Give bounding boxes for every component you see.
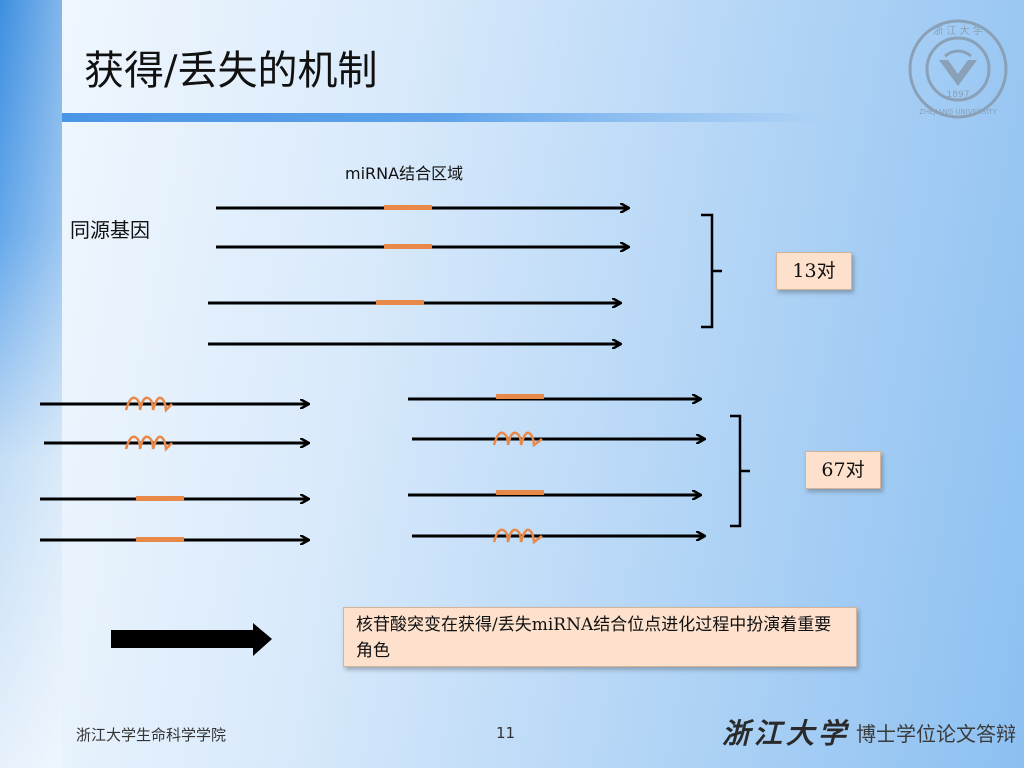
logo-inner-ring — [925, 36, 991, 102]
university-calligraphy: 浙江大学 — [722, 717, 851, 750]
bottom-bracket — [730, 414, 750, 528]
count-box-top: 13对 — [776, 252, 852, 290]
count-box-bottom: 67对 — [805, 451, 881, 489]
binding-site — [496, 490, 544, 495]
university-logo: 浙 江 大 学 1897 ZHEJIANG UNIVERSITY — [908, 19, 1008, 119]
left-band-highlight — [0, 0, 62, 768]
logo-top-text: 浙 江 大 学 — [933, 24, 983, 37]
title-underline — [62, 113, 822, 122]
conclusion-arrow-head — [253, 623, 272, 656]
binding-site — [496, 394, 544, 399]
page-number: 11 — [496, 724, 516, 742]
mutated-site — [124, 435, 173, 452]
top-arrow-group — [208, 205, 628, 344]
mirna-region-label: miRNA结合区域 — [345, 164, 464, 183]
bottom-right-arrow-group — [408, 394, 704, 545]
conclusion-box: 核苷酸突变在获得/丢失miRNA结合位点进化过程中扮演着重要角色 — [343, 607, 857, 667]
footer-school: 浙江大学生命科学学院 — [76, 726, 227, 744]
logo-emblem — [939, 60, 977, 86]
bottom-left-arrow-group — [40, 396, 308, 542]
binding-site — [136, 537, 184, 542]
logo-outer-ring — [908, 19, 1008, 119]
binding-site — [376, 300, 424, 305]
homolog-gene-label: 同源基因 — [70, 218, 150, 242]
conclusion-arrow — [111, 623, 272, 656]
slide-title: 获得/丢失的机制 — [84, 48, 378, 94]
logo-year: 1897 — [947, 90, 970, 100]
mutated-site — [124, 396, 173, 413]
mutated-site — [492, 431, 543, 448]
logo-bottom-text: ZHEJIANG UNIVERSITY — [919, 108, 998, 116]
footer-branding: 浙江大学 博士学位论文答辩 — [722, 712, 1016, 752]
mutated-site — [492, 528, 543, 545]
left-decorative-band — [0, 0, 62, 768]
degree-defense-label: 博士学位论文答辩 — [856, 721, 1017, 746]
binding-site — [384, 244, 432, 249]
conclusion-arrow-shaft — [111, 630, 257, 648]
logo-emblem-arc — [944, 49, 972, 58]
binding-site — [136, 496, 184, 501]
top-bracket — [701, 213, 722, 329]
binding-site — [384, 205, 432, 210]
